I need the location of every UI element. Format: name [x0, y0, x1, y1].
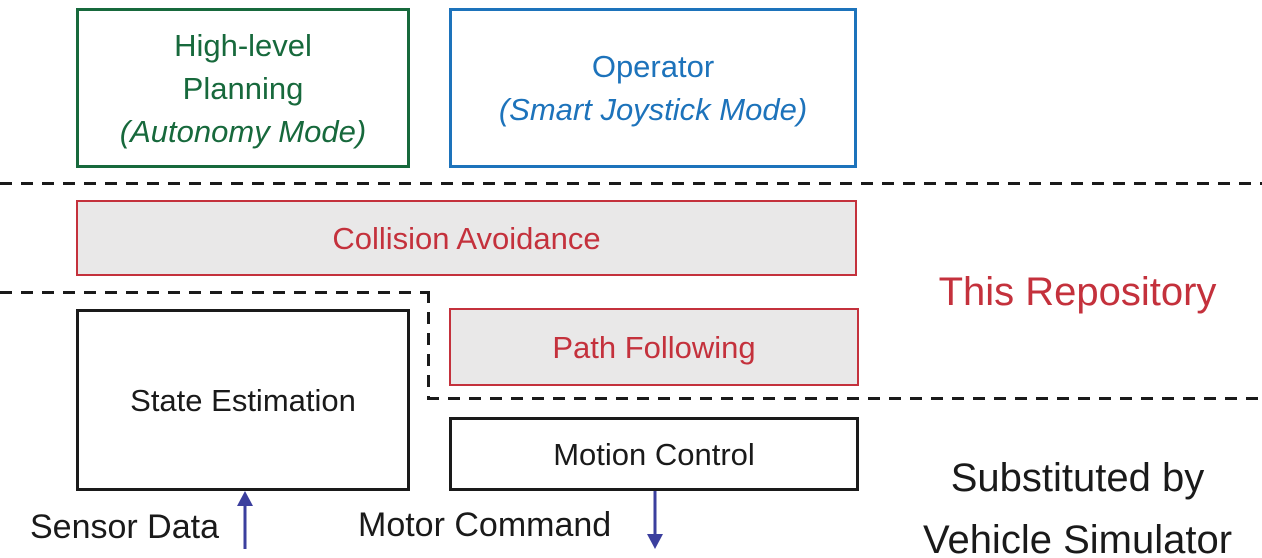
substituted-by-annotation: Substituted by Vehicle Simulator — [890, 447, 1262, 558]
this-repository-annotation: This Repository — [938, 270, 1217, 314]
high-level-planning-mode-label: (Autonomy Mode) — [119, 113, 367, 149]
high-level-planning-line-1: High-level — [174, 27, 312, 63]
arrow-down-shaft — [653, 491, 657, 536]
motion-control-box: Motion Control — [449, 417, 859, 491]
collision-avoidance-box: Collision Avoidance — [76, 200, 857, 276]
boundary-dashed-line-step — [427, 291, 430, 400]
motion-control-label: Motion Control — [553, 436, 755, 472]
operator-mode-label: (Smart Joystick Mode) — [498, 92, 808, 127]
operator-box: Operator (Smart Joystick Mode) — [449, 8, 857, 168]
path-following-box: Path Following — [449, 308, 859, 386]
arrow-down-head — [647, 534, 663, 549]
high-level-planning-line-2: Planning — [182, 70, 304, 106]
path-following-label: Path Following — [552, 329, 756, 365]
boundary-dashed-line-top — [0, 182, 1262, 185]
motor-command-label: Motor Command — [358, 506, 612, 544]
substituted-by-line-1: Substituted by — [950, 456, 1205, 500]
operator-line-1: Operator — [591, 49, 715, 84]
arrow-up-shaft — [243, 503, 247, 549]
sensor-data-arrow-up-icon — [237, 491, 253, 553]
substituted-by-line-2: Vehicle Simulator — [922, 518, 1233, 558]
boundary-dashed-line-bottom-left — [0, 291, 429, 294]
boundary-dashed-line-bottom-right — [427, 397, 1262, 400]
high-level-planning-box: High-level Planning (Autonomy Mode) — [76, 8, 410, 168]
state-estimation-box: State Estimation — [76, 309, 410, 491]
sensor-data-label: Sensor Data — [30, 508, 219, 546]
collision-avoidance-label: Collision Avoidance — [332, 220, 601, 256]
state-estimation-label: State Estimation — [130, 382, 356, 418]
motor-command-arrow-down-icon — [647, 491, 663, 549]
arrow-up-head — [237, 491, 253, 506]
